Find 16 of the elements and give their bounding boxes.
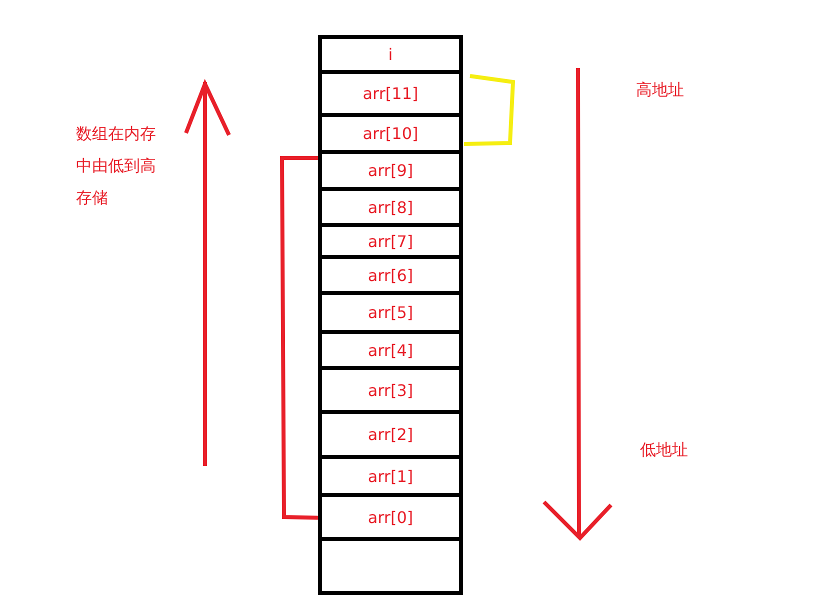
cell-label: arr[2] [368, 425, 414, 444]
cell-label: arr[1] [368, 466, 414, 486]
cell-label: arr[9] [368, 161, 414, 180]
annotation-text: 数组在内存中由低到高存储 [76, 123, 157, 209]
cell-label: arr[0] [368, 508, 414, 526]
cell-label: i [388, 45, 393, 64]
cell-label: arr[10] [362, 124, 418, 143]
annotation-text: 低地址 [640, 439, 689, 461]
cell-label: arr[8] [368, 198, 414, 216]
annotation-text: 高地址 [636, 79, 685, 101]
cell-label: arr[4] [368, 340, 414, 360]
cell-label: arr[6] [368, 266, 414, 284]
cell-label: arr[5] [368, 303, 414, 322]
cell-label: arr[7] [368, 232, 414, 250]
cell-label: arr[3] [368, 380, 414, 400]
cell-label: arr[11] [362, 84, 418, 103]
